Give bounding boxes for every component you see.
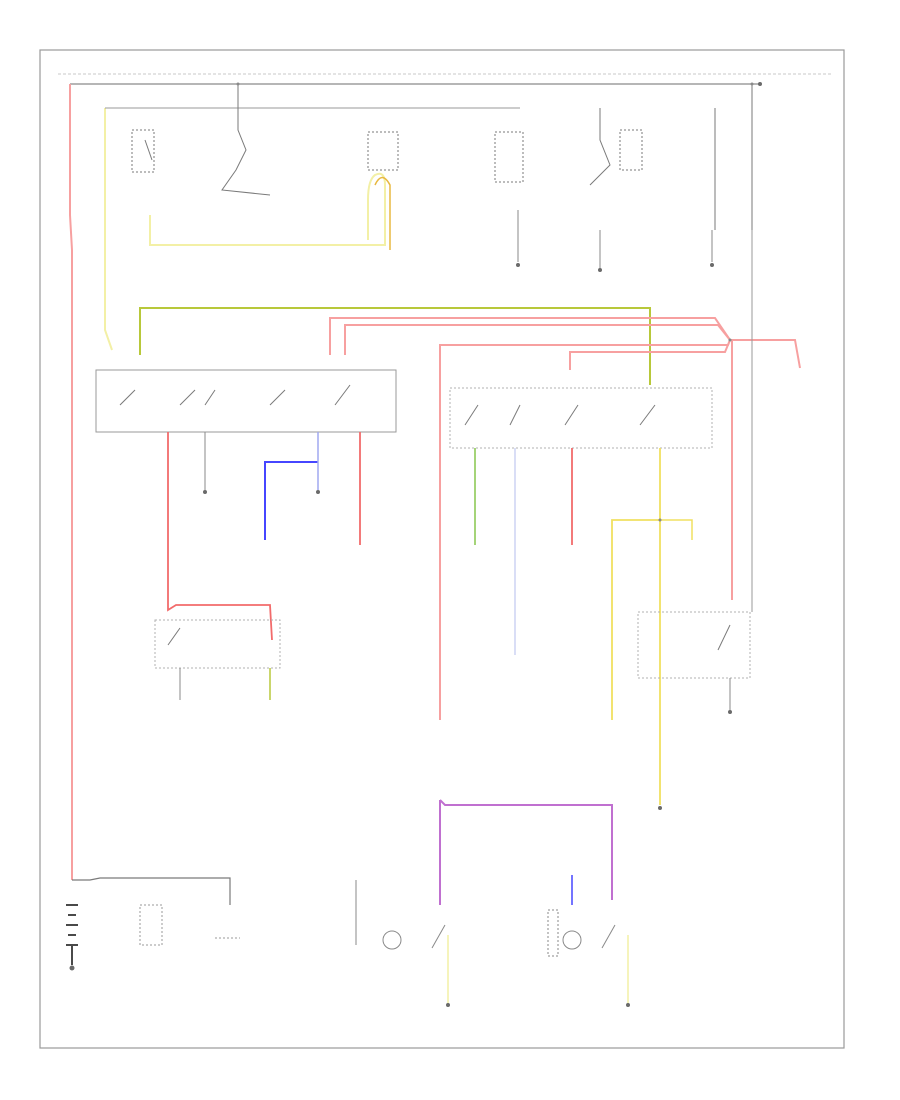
yellow-output-wire: [611, 448, 661, 720]
yellow-output-wire-3: [660, 519, 693, 540]
ignition-feed-wire: [104, 108, 113, 351]
ignition-switch-box: [95, 369, 397, 433]
starter-relay-box: [154, 619, 281, 669]
blue-instrument-wire: [264, 461, 318, 540]
top-switch-6: [619, 129, 643, 171]
lamp-assembly-left: [355, 880, 449, 1005]
alternator-box: [139, 904, 163, 946]
splice-points: [236, 82, 754, 522]
ground-symbols: [69, 82, 762, 1007]
combination-switch-contacts: [464, 404, 656, 426]
top-switch-2: [221, 84, 271, 196]
top-switch-3: [367, 131, 399, 171]
diagram-frame: [39, 49, 845, 1049]
lamp-assembly-right: [547, 909, 629, 1005]
starter-feed-wire: [167, 432, 273, 641]
battery-symbol: [66, 904, 78, 965]
relay-box: [637, 611, 751, 679]
battery-feed-wire: [69, 84, 73, 880]
top-switch-4: [494, 131, 524, 183]
combination-switch-box: [449, 387, 713, 449]
olive-bus-wire: [139, 307, 651, 385]
horn-loop-wire-orange: [374, 176, 391, 250]
switch-group-top: [131, 84, 753, 230]
red-power-bus: [329, 317, 801, 720]
relay-contact: [717, 624, 731, 651]
purple-lamp-wire: [439, 799, 613, 900]
top-switch-1: [131, 129, 155, 173]
battery-cable: [72, 877, 231, 905]
top-switch-5: [589, 108, 611, 186]
horn-loop-wire: [149, 172, 386, 246]
ignition-switch-contacts: [119, 384, 351, 406]
ground-stubs-top: [517, 210, 713, 268]
starter-relay-contact: [167, 627, 181, 646]
